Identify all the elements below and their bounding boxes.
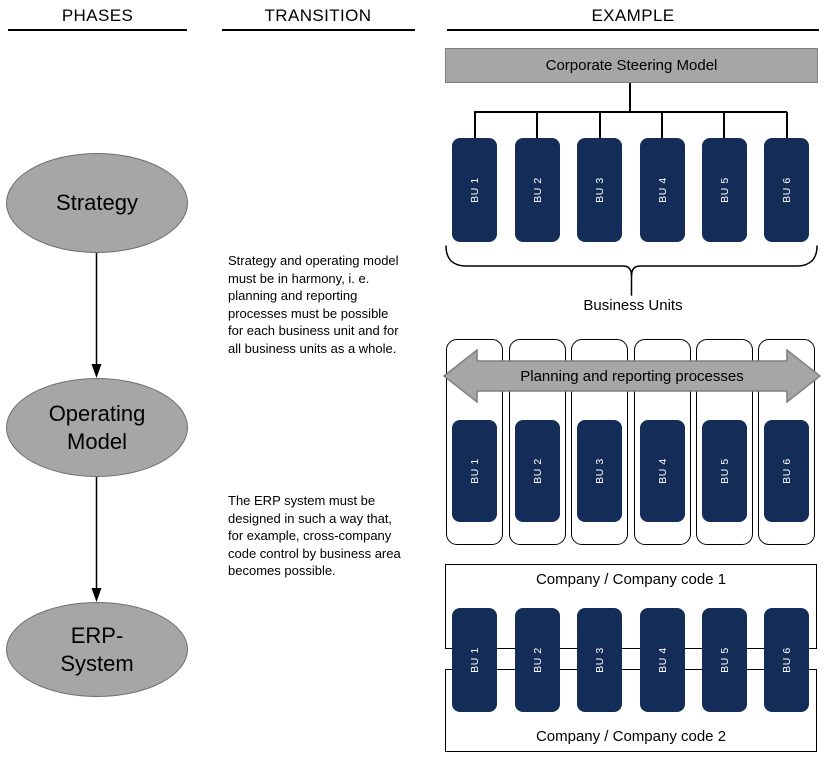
org-chart-drop bbox=[474, 112, 476, 138]
bu-box: BU 6 bbox=[764, 138, 809, 242]
bu-box: BU 2 bbox=[515, 420, 560, 522]
bu-label: BU 4 bbox=[656, 458, 669, 484]
bu-box: BU 4 bbox=[640, 138, 685, 242]
bu-label: BU 6 bbox=[780, 177, 793, 203]
phase-ellipse-operating-model: Operating Model bbox=[6, 378, 188, 477]
phase-label: Operating bbox=[48, 400, 146, 426]
bu-box: BU 6 bbox=[764, 420, 809, 522]
org-chart-crossbar bbox=[474, 111, 787, 113]
bu-label: BU 2 bbox=[531, 647, 544, 673]
bu-label: BU 3 bbox=[593, 458, 606, 484]
bu-box: BU 2 bbox=[515, 138, 560, 242]
phases-title-underline bbox=[8, 29, 187, 31]
corporate-steering-model-box: Corporate Steering Model bbox=[445, 48, 818, 83]
bu-label: BU 3 bbox=[593, 177, 606, 203]
company-box-2: Company / Company code 2 bbox=[445, 669, 817, 752]
bu-box: BU 6 bbox=[764, 608, 809, 712]
bu-label: BU 1 bbox=[468, 647, 481, 673]
phases-column-title: PHASES bbox=[61, 6, 134, 25]
phase-label: Model bbox=[67, 428, 127, 454]
org-chart-drop bbox=[536, 112, 538, 138]
bu-label: BU 4 bbox=[656, 177, 669, 203]
bu-label: BU 3 bbox=[593, 647, 606, 673]
company-label: Company / Company code 2 bbox=[535, 728, 727, 745]
org-chart-drop bbox=[661, 112, 663, 138]
bu-label: BU 1 bbox=[468, 177, 481, 203]
bu-box: BU 4 bbox=[640, 420, 685, 522]
business-units-label: Business Units bbox=[583, 297, 683, 314]
down-arrow bbox=[91, 253, 102, 378]
transition-column-title: TRANSITION bbox=[264, 6, 372, 25]
bu-label: BU 5 bbox=[718, 647, 731, 673]
phase-label: Strategy bbox=[56, 190, 138, 215]
bu-box: BU 3 bbox=[577, 420, 622, 522]
transition-note-2: The ERP system must be designed in such … bbox=[228, 493, 401, 578]
process-arrow-label: Planning and reporting processes bbox=[520, 368, 744, 385]
phase-ellipse-strategy: Strategy bbox=[6, 153, 188, 253]
bu-label: BU 2 bbox=[531, 458, 544, 484]
bu-box: BU 4 bbox=[640, 608, 685, 712]
example-title-underline bbox=[447, 29, 819, 31]
bu-box: BU 3 bbox=[577, 138, 622, 242]
org-chart-drop bbox=[786, 112, 788, 138]
bu-box: BU 5 bbox=[702, 138, 747, 242]
phase-ellipse-erp-system: ERP- System bbox=[6, 602, 188, 697]
bu-label: BU 6 bbox=[780, 647, 793, 673]
double-arrow bbox=[443, 348, 821, 404]
bu-box: BU 1 bbox=[452, 608, 497, 712]
down-arrow bbox=[91, 477, 102, 602]
phase-label: System bbox=[60, 650, 134, 676]
bu-label: BU 5 bbox=[718, 458, 731, 484]
org-chart-stem bbox=[629, 83, 631, 111]
bu-label: BU 2 bbox=[531, 177, 544, 203]
bu-box: BU 5 bbox=[702, 608, 747, 712]
transition-note-1: Strategy and operating model must be in … bbox=[228, 253, 399, 356]
bu-label: BU 6 bbox=[780, 458, 793, 484]
bu-box: BU 5 bbox=[702, 420, 747, 522]
bu-box: BU 3 bbox=[577, 608, 622, 712]
transition-title-underline bbox=[222, 29, 415, 31]
bu-box: BU 1 bbox=[452, 420, 497, 522]
org-chart-drop bbox=[599, 112, 601, 138]
example-column-title: EXAMPLE bbox=[591, 6, 675, 25]
bu-label: BU 5 bbox=[718, 177, 731, 203]
bu-label: BU 1 bbox=[468, 458, 481, 484]
business-units-brace bbox=[445, 245, 818, 296]
company-label: Company / Company code 1 bbox=[535, 571, 727, 588]
phase-label: ERP- bbox=[70, 622, 124, 648]
bu-label: BU 4 bbox=[656, 647, 669, 673]
bu-box: BU 1 bbox=[452, 138, 497, 242]
bu-box: BU 2 bbox=[515, 608, 560, 712]
company-box-1: Company / Company code 1 bbox=[445, 564, 817, 649]
org-chart-drop bbox=[723, 112, 725, 138]
